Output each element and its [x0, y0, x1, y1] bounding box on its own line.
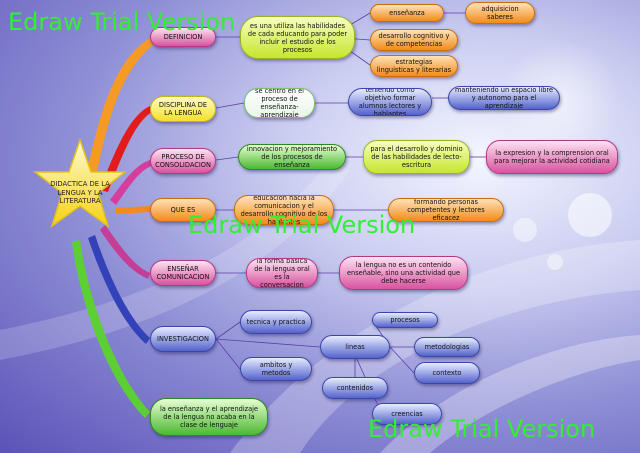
proceso-detail-2[interactable]: para el desarrollo y dominio de las habi…	[363, 140, 470, 174]
ensenar-detail[interactable]: la forma basica de la lengua oral es la …	[246, 258, 318, 288]
que-es-detail[interactable]: educacion hacia la comunicacion y el des…	[234, 195, 334, 225]
investigacion-metodologias[interactable]: metodologias	[414, 337, 480, 357]
disciplina-detail-3[interactable]: manteniendo un espacio libre y autonomo …	[448, 86, 560, 110]
topic-disciplina[interactable]: DISCIPLINA DE LA LENGUA	[150, 96, 216, 122]
investigacion-lineas[interactable]: lineas	[320, 335, 390, 359]
central-topic[interactable]: DIDACTICA DE LA LENGUA Y LA LITERATURA	[50, 180, 110, 205]
topic-investigacion[interactable]: INVESTIGACION	[150, 326, 216, 352]
investigacion-procesos[interactable]: procesos	[372, 312, 438, 328]
trial-watermark-top: Edraw Trial Version	[8, 8, 236, 36]
ensenar-detail-2[interactable]: la lengua no es un contenido enseñable, …	[339, 256, 468, 290]
disciplina-detail-2[interactable]: teniendo como objetivo formar alumnos le…	[348, 88, 432, 116]
trial-watermark-bottom: Edraw Trial Version	[368, 415, 596, 443]
investigacion-contexto[interactable]: contexto	[414, 362, 480, 384]
topic-que-es[interactable]: QUE ES	[150, 198, 216, 222]
topic-ensenar-comunicacion[interactable]: ENSEÑAR COMUNICACION	[150, 260, 216, 286]
topic-proceso[interactable]: PROCESO DE CONSOLIDACION	[150, 148, 216, 174]
investigacion-contenidos[interactable]: contenidos	[322, 377, 388, 399]
topic-ensenanza-aprendizaje[interactable]: la enseñanza y el aprendizaje de la leng…	[150, 398, 268, 436]
definicion-item-estrategias[interactable]: estrategias linguisticas y literarias	[370, 55, 458, 77]
disciplina-detail[interactable]: se centro en el proceso de enseñanza-apr…	[244, 88, 315, 118]
trial-watermark-middle: Edraw Trial Version	[188, 211, 416, 239]
investigacion-ambitos[interactable]: ambitos y metodos	[240, 357, 312, 381]
que-es-detail-2[interactable]: formando personas competentes y lectores…	[388, 198, 504, 222]
topic-definicion[interactable]: DEFINICION	[150, 27, 216, 47]
definicion-item-ensenanza[interactable]: enseñanza	[370, 4, 444, 22]
definicion-detail[interactable]: es una utiliza las habilidades de cada e…	[240, 16, 355, 59]
proceso-detail[interactable]: innovacion y mejoramiento de los proceso…	[238, 144, 346, 170]
definicion-item-desarrollo[interactable]: desarrollo cognitivo y de competencias	[370, 29, 458, 51]
investigacion-tecnica[interactable]: tecnica y practica	[240, 310, 312, 334]
investigacion-creencias[interactable]: creencias	[372, 403, 442, 425]
central-star-shape	[32, 137, 128, 228]
proceso-detail-3[interactable]: la expresion y la comprension oral para …	[486, 140, 618, 174]
definicion-item-adquisicion[interactable]: adquisicion saberes	[465, 2, 535, 24]
